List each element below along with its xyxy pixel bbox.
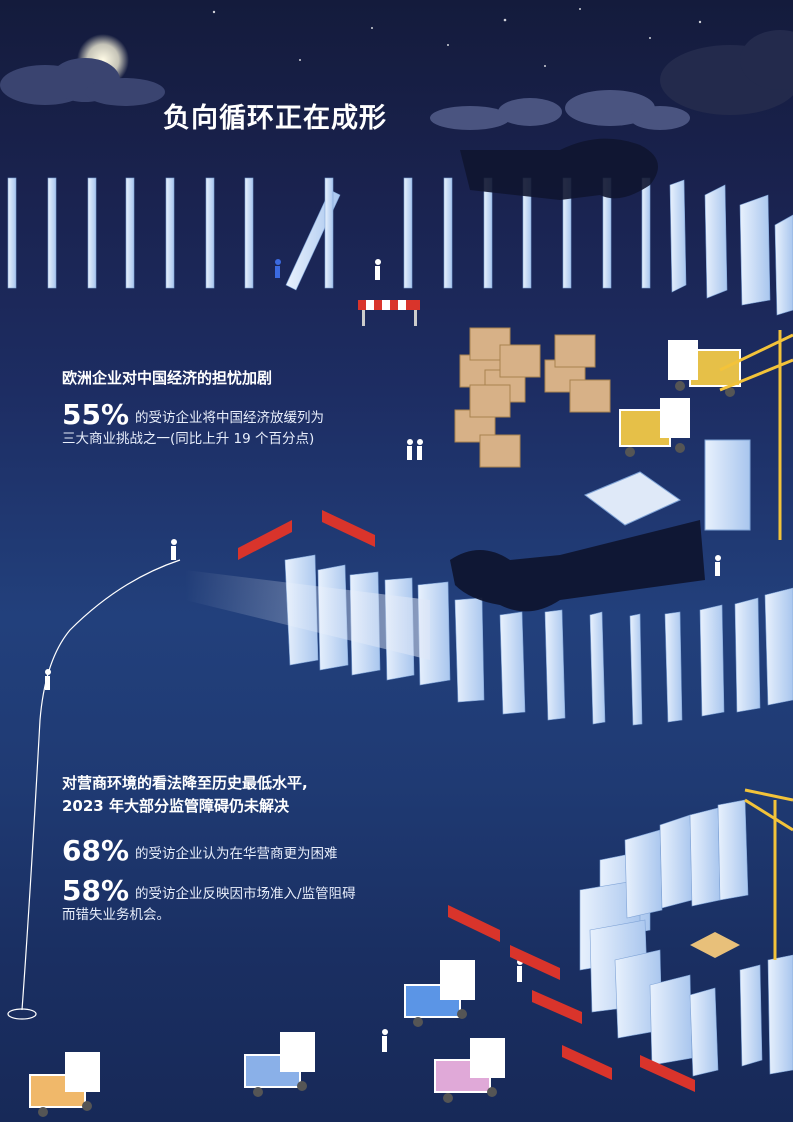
section2-stat2: 58% 的受访企业反映因市场准入/监管阻碍 而错失业务机会。 (62, 877, 356, 926)
stat-text-line1: 的受访企业将中国经济放缓列为 (135, 410, 325, 426)
panel-standing (704, 439, 751, 531)
rope (21, 559, 181, 1011)
cloud-far-right (660, 30, 793, 115)
gold-pyramid (690, 932, 740, 958)
barrier-top (358, 300, 420, 326)
domino-row-top (7, 177, 793, 316)
barriers-middle (238, 510, 375, 560)
section1-stat: 55% 的受访企业将中国经济放缓列为 三大商业挑战之一(同比上升 19 个百分点) (62, 401, 325, 450)
section2-heading: 对营商环境的看法降至历史最低水平, 2023 年大部分监管障碍仍未解决 (62, 772, 308, 818)
section2-heading-line1: 对营商环境的看法降至历史最低水平, (62, 774, 308, 792)
stat-percent: 68% (62, 834, 130, 867)
domino-row-bottom (579, 799, 793, 1077)
stat-percent: 58% (62, 874, 130, 907)
truck-6 (29, 1052, 100, 1117)
page-title: 负向循环正在成形 (163, 103, 387, 134)
stat-text-line2: 三大商业挑战之一(同比上升 19 个百分点) (62, 431, 315, 447)
cardboard-boxes (454, 327, 611, 468)
rope-coil (7, 1008, 37, 1020)
stat-percent: 55% (62, 398, 130, 431)
truck-4 (244, 1032, 315, 1097)
stat-text-line2: 而错失业务机会。 (62, 907, 170, 923)
truck-5 (434, 1038, 505, 1103)
panel-flat (584, 471, 682, 526)
stat-text: 的受访企业认为在华营商更为困难 (135, 846, 338, 862)
section2-stat1: 68% 的受访企业认为在华营商更为困难 (62, 837, 338, 865)
stat-text-line1: 的受访企业反映因市场准入/监管阻碍 (135, 886, 356, 902)
hand-top (460, 138, 658, 200)
cloud-left (0, 58, 165, 106)
light-beam (185, 570, 430, 660)
cloud-right (430, 90, 690, 130)
crane-top (719, 330, 793, 540)
crane-bottom (744, 788, 793, 960)
barriers-lower (448, 905, 695, 1092)
truck-3 (404, 960, 475, 1027)
truck-2 (668, 340, 741, 397)
section2-heading-line2: 2023 年大部分监管障碍仍未解决 (62, 797, 289, 815)
hand-middle (450, 520, 705, 612)
section1-heading: 欧洲企业对中国经济的担忧加剧 (62, 369, 273, 387)
truck-1 (619, 398, 690, 457)
